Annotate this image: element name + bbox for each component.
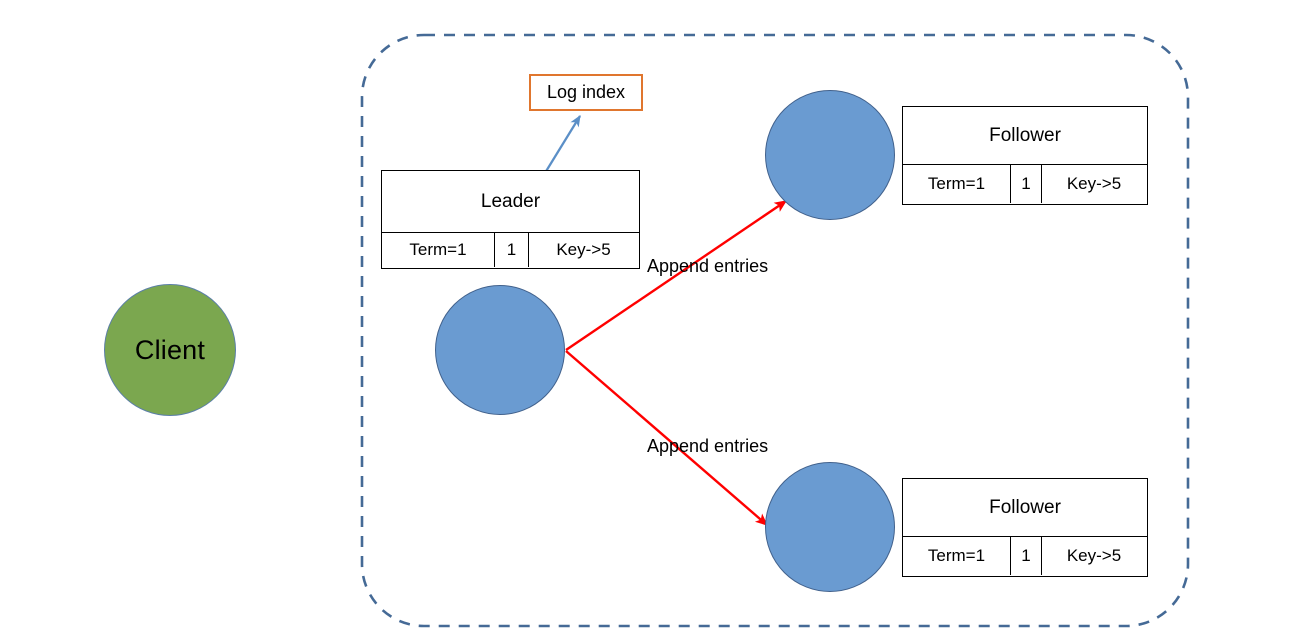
append-entries-label-bottom: Append entries bbox=[647, 436, 769, 456]
follower-bottom-log-entry-row: Term=1 1 Key->5 bbox=[903, 537, 1147, 575]
client-node-label: Client bbox=[134, 334, 206, 365]
follower-bottom-log-index-cell: 1 bbox=[1011, 537, 1042, 575]
follower-top-log-table-title: Follower bbox=[903, 107, 1147, 165]
append-entries-label-top: Append entries bbox=[647, 256, 769, 276]
leader-node[interactable] bbox=[435, 285, 565, 415]
leader-log-table: Leader Term=1 1 Key->5 bbox=[381, 170, 640, 269]
leader-log-table-title: Leader bbox=[382, 171, 639, 233]
leader-log-entry-row: Term=1 1 Key->5 bbox=[382, 233, 639, 267]
follower-node-bottom[interactable] bbox=[765, 462, 895, 592]
follower-bottom-log-table-title: Follower bbox=[903, 479, 1147, 537]
follower-top-log-command-cell: Key->5 bbox=[1066, 174, 1122, 193]
follower-top-log-index-cell: 1 bbox=[1011, 165, 1042, 203]
client-node[interactable]: Client bbox=[104, 284, 236, 416]
leader-log-command-cell: Key->5 bbox=[556, 240, 611, 259]
follower-bottom-log-term-cell: Term=1 bbox=[903, 537, 1011, 575]
follower-node-top[interactable] bbox=[765, 90, 895, 220]
leader-log-term-cell: Term=1 bbox=[382, 233, 495, 267]
follower-top-log-entry-row: Term=1 1 Key->5 bbox=[903, 165, 1147, 203]
follower-top-log-term-cell: Term=1 bbox=[903, 165, 1011, 203]
log-index-callout: Log index bbox=[529, 74, 643, 111]
follower-top-log-table: Follower Term=1 1 Key->5 bbox=[902, 106, 1148, 205]
leader-log-index-cell: 1 bbox=[495, 233, 529, 267]
follower-bottom-log-table: Follower Term=1 1 Key->5 bbox=[902, 478, 1148, 577]
follower-bottom-log-command-cell: Key->5 bbox=[1066, 546, 1122, 565]
